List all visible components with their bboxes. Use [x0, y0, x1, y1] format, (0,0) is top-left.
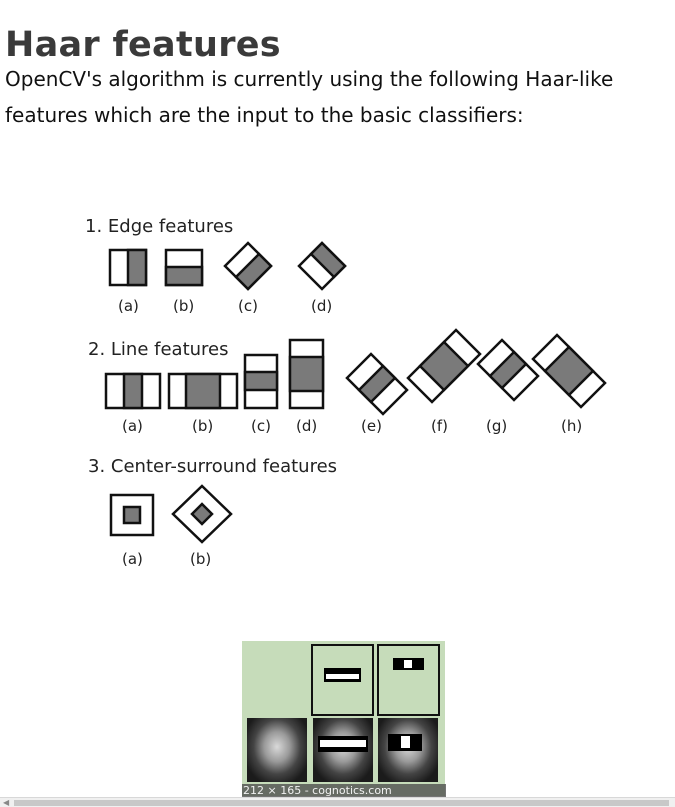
scrollbar-thumb[interactable]	[14, 800, 669, 806]
edge-features-title: 1. Edge features	[85, 216, 233, 237]
line-feature-c	[243, 353, 279, 410]
line-label-g: (g)	[486, 417, 507, 435]
horizontal-scrollbar[interactable]: ◀	[0, 797, 675, 807]
face-image-2	[313, 718, 373, 782]
center-surround-feature-a	[109, 493, 155, 537]
center-surround-title: 3. Center-surround features	[88, 456, 337, 477]
edge-label-d: (d)	[311, 297, 332, 315]
line-label-a: (a)	[122, 417, 143, 435]
line-label-h: (h)	[561, 417, 582, 435]
line-feature-e	[345, 352, 409, 416]
line-label-e: (e)	[361, 417, 382, 435]
face-image-1	[247, 718, 307, 782]
thumbnail-caption: 212 × 165 - cognotics.com	[242, 784, 446, 798]
line-feature-f	[406, 328, 482, 404]
center-label-b: (b)	[190, 550, 211, 568]
edge-label-b: (b)	[173, 297, 194, 315]
line-features-title: 2. Line features	[88, 339, 229, 360]
line-feature-h	[531, 333, 607, 409]
haar-features-figure: 1. Edge features (a) (b) (c) (d) 2. Line…	[85, 216, 607, 568]
line-feature-d	[288, 338, 325, 410]
line-feature-a	[104, 372, 162, 410]
intro-paragraph: OpenCV's algorithm is currently using th…	[5, 67, 614, 127]
scroll-left-arrow-icon[interactable]: ◀	[3, 798, 10, 807]
line-label-f: (f)	[431, 417, 448, 435]
line-label-d: (d)	[296, 417, 317, 435]
feature-window-1	[311, 644, 374, 716]
edge-feature-d	[297, 241, 347, 291]
edge-label-c: (c)	[238, 297, 258, 315]
line-feature-b	[167, 372, 239, 410]
page-title: Haar features	[5, 25, 281, 66]
edge-feature-a	[108, 248, 148, 287]
edge-feature-c	[223, 241, 273, 291]
haar-face-thumbnail[interactable]	[242, 641, 445, 796]
edge-label-a: (a)	[118, 297, 139, 315]
center-surround-feature-b	[171, 484, 233, 544]
line-label-b: (b)	[192, 417, 213, 435]
face-image-3	[378, 718, 438, 782]
feature-window-2	[377, 644, 440, 716]
center-label-a: (a)	[122, 550, 143, 568]
edge-feature-b	[164, 248, 204, 287]
line-feature-g	[476, 338, 540, 402]
line-label-c: (c)	[251, 417, 271, 435]
